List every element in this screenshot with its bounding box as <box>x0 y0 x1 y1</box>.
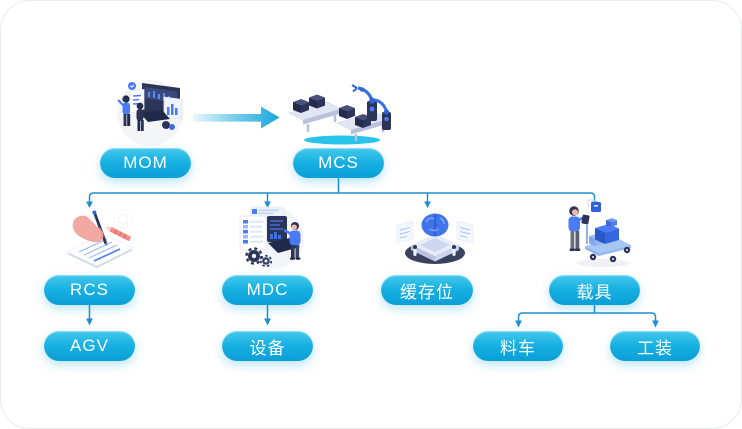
node-material-cart: 料车 <box>473 331 563 361</box>
mom-to-mcs-arrow <box>193 106 280 129</box>
node-agv: AGV <box>44 331 135 361</box>
node-mdc: MDC <box>222 275 313 305</box>
node-mcs: MCS <box>293 148 384 178</box>
node-carrier: 载具 <box>549 275 640 305</box>
ai-chip-platform-illustration <box>396 213 474 264</box>
data-monitoring-screens-illustration <box>239 206 304 269</box>
hand-signing-document-illustration <box>66 209 134 268</box>
node-mom: MOM <box>100 148 191 178</box>
team-presentation-illustration <box>117 80 183 146</box>
conveyor-robot-line-illustration <box>288 84 391 145</box>
worker-with-material-cart-illustration <box>568 199 631 267</box>
node-tooling: 工装 <box>610 331 700 361</box>
node-buffer: 缓存位 <box>381 275 473 305</box>
node-equipment: 设备 <box>222 331 313 361</box>
node-rcs: RCS <box>44 275 135 305</box>
